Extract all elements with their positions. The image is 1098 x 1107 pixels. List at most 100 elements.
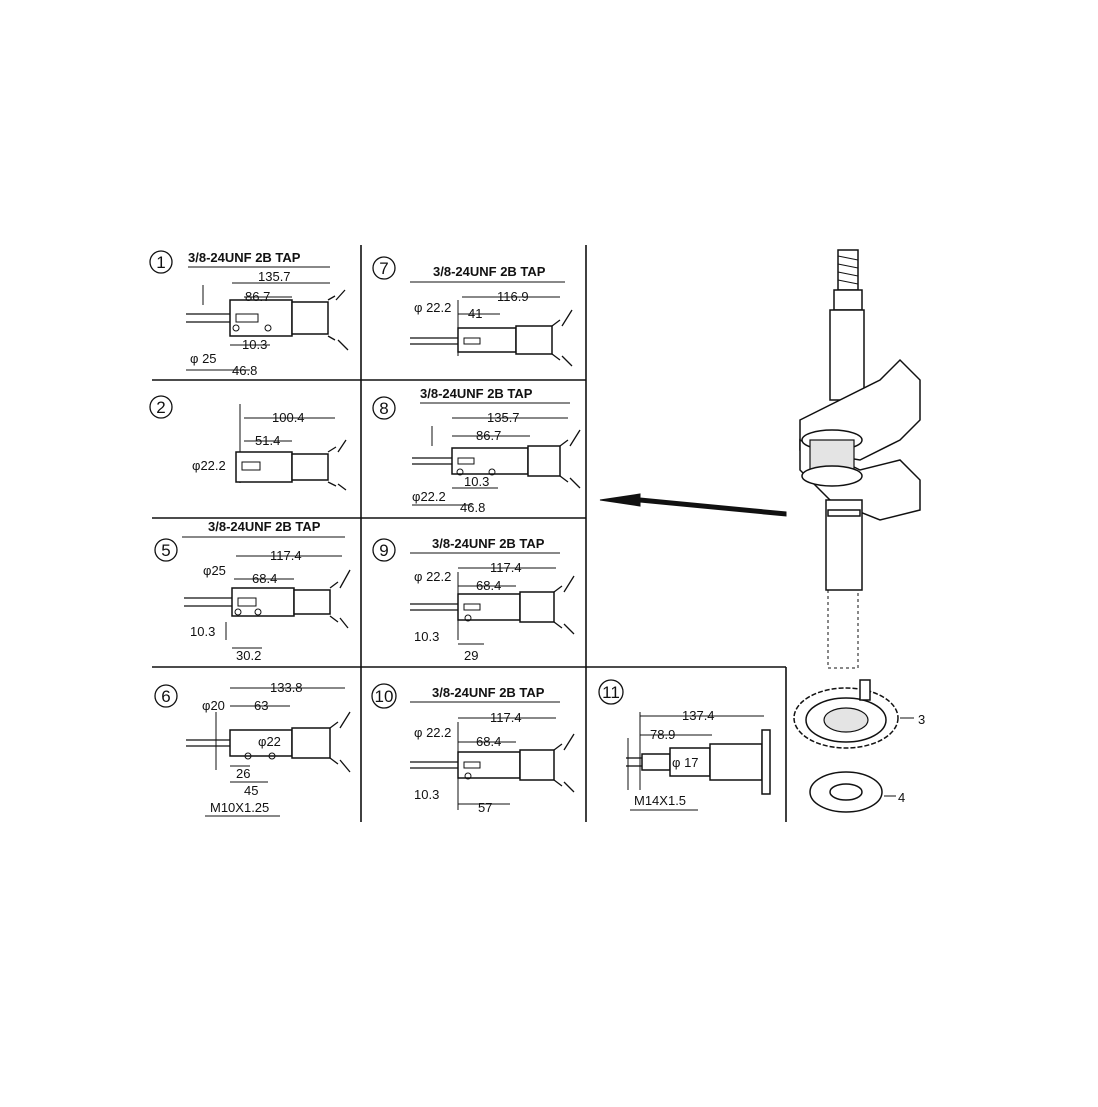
- dim-mid: 86.7: [476, 428, 501, 443]
- phi-symbol: φ: [190, 351, 198, 366]
- dim-offset: 46.8: [232, 363, 257, 378]
- tap-label: 3/8-24UNF 2B TAP: [433, 264, 546, 279]
- panel-number-badge: [372, 538, 396, 562]
- dim-mid: 63: [254, 698, 268, 713]
- dim-diameter: 17: [684, 755, 698, 770]
- callout-washer: 4: [898, 790, 905, 805]
- tap-label: 3/8-24UNF 2B TAP: [208, 519, 321, 534]
- svg-text:φ 25: φ 25: [190, 351, 217, 366]
- dim-mid: 68.4: [252, 571, 277, 586]
- dim-diameter: 22.2: [426, 725, 451, 740]
- panel-number: 8: [379, 399, 388, 418]
- dim-diameter-2: 22: [266, 734, 280, 749]
- dim-diameter: 20: [210, 698, 224, 713]
- panel-9: 9 3/8-24UNF 2B TAP 117.4 68.4 φ 22.2 10.…: [372, 536, 575, 663]
- dim-total: 117.4: [270, 548, 302, 563]
- panel-11: 11 137.4 78.9 φ 17 M14X1.5: [598, 679, 771, 811]
- panel-number-badge: [371, 683, 397, 709]
- timing-gear: 3: [793, 679, 925, 749]
- phi-symbol: φ: [202, 698, 210, 713]
- dim-mid: 41: [468, 306, 482, 321]
- tap-label: 3/8-24UNF 2B TAP: [420, 386, 533, 401]
- dim-mid: 68.4: [476, 578, 501, 593]
- panel-2: 2 100.4 51.4 φ22.2: [149, 395, 347, 491]
- panel-number-badge: [154, 538, 178, 562]
- dim-total: 116.9: [497, 289, 529, 304]
- crankshaft-illustration: 3 4: [793, 249, 925, 813]
- phi-symbol: φ: [203, 563, 211, 578]
- svg-text:φ 22.2: φ 22.2: [414, 569, 451, 584]
- svg-text:φ 17: φ 17: [672, 755, 699, 770]
- dim-mid: 51.4: [255, 433, 280, 448]
- dim-offset: 30.2: [236, 648, 261, 663]
- dim-offset: 57: [478, 800, 492, 815]
- panel-number: 5: [161, 541, 170, 560]
- panel-5: 5 3/8-24UNF 2B TAP 117.4 68.4 φ25 10.3 3…: [154, 519, 351, 663]
- panel-number-badge: [372, 256, 396, 280]
- thrust-washer: 4: [809, 771, 905, 813]
- dim-diameter: 25: [211, 563, 225, 578]
- panel-number: 11: [602, 683, 620, 702]
- dim-b: 45: [244, 783, 258, 798]
- panel-number: 9: [379, 541, 388, 560]
- phi-symbol: φ: [258, 734, 266, 749]
- dim-a: 26: [236, 766, 250, 781]
- dim-diameter: 22.2: [420, 489, 445, 504]
- svg-text:φ 22.2: φ 22.2: [414, 300, 451, 315]
- dim-mid: 78.9: [650, 727, 675, 742]
- thread-spec: M14X1.5: [634, 793, 686, 808]
- dim-total: 137.4: [682, 708, 715, 723]
- phi-symbol: φ: [414, 300, 422, 315]
- dim-hole: 10.3: [464, 474, 489, 489]
- dim-total: 117.4: [490, 560, 522, 575]
- panel-number: 2: [156, 398, 165, 417]
- dim-total: 135.7: [487, 410, 520, 425]
- dim-offset: 46.8: [460, 500, 485, 515]
- svg-text:φ22.2: φ22.2: [192, 458, 226, 473]
- svg-text:φ 22.2: φ 22.2: [414, 725, 451, 740]
- dim-diameter: 25: [202, 351, 216, 366]
- dim-total: 100.4: [272, 410, 305, 425]
- dim-hole: 10.3: [414, 787, 439, 802]
- panel-1: 1 3/8-24UNF 2B TAP 135.7 86.7 10.3 φ 25 …: [149, 250, 349, 378]
- dim-hole: 10.3: [414, 629, 439, 644]
- dim-hole: 10.3: [242, 337, 267, 352]
- thread-spec: M10X1.25: [210, 800, 269, 815]
- phi-symbol: φ: [192, 458, 200, 473]
- phi-symbol: φ: [672, 755, 680, 770]
- panel-number-badge: [154, 684, 178, 708]
- callout-gear: 3: [918, 712, 925, 727]
- panel-number-badge: [598, 679, 624, 705]
- panel-number: 7: [379, 259, 388, 278]
- phi-symbol: φ: [414, 569, 422, 584]
- dim-diameter: 22.2: [426, 300, 451, 315]
- panel-8: 8 3/8-24UNF 2B TAP 135.7 86.7 10.3 φ22.2…: [372, 386, 581, 515]
- tap-label: 3/8-24UNF 2B TAP: [188, 250, 301, 265]
- tap-label: 3/8-24UNF 2B TAP: [432, 536, 545, 551]
- pointer-arrow: [599, 493, 787, 517]
- svg-text:φ20: φ20: [202, 698, 225, 713]
- phi-symbol: φ: [412, 489, 420, 504]
- dim-diameter: 22.2: [426, 569, 451, 584]
- panel-number-badge: [149, 395, 173, 419]
- tap-label: 3/8-24UNF 2B TAP: [432, 685, 545, 700]
- panel-grid: [152, 245, 787, 822]
- dim-total: 117.4: [490, 710, 522, 725]
- svg-text:φ22.2: φ22.2: [412, 489, 446, 504]
- panel-number: 10: [375, 687, 394, 706]
- panel-number: 1: [156, 253, 165, 272]
- svg-text:φ25: φ25: [203, 563, 226, 578]
- dim-total: 135.7: [258, 269, 291, 284]
- dim-offset: 29: [464, 648, 478, 663]
- panel-7: 7 3/8-24UNF 2B TAP 116.9 41 φ 22.2: [372, 256, 573, 367]
- svg-text:φ22: φ22: [258, 734, 281, 749]
- panel-number: 6: [161, 687, 170, 706]
- panel-number-badge: [149, 250, 173, 274]
- dim-mid: 68.4: [476, 734, 501, 749]
- panel-number-badge: [372, 396, 396, 420]
- phi-symbol: φ: [414, 725, 422, 740]
- panel-6: 6 133.8 63 φ20 φ22 26 45 M10X1.25: [154, 680, 351, 817]
- panel-10: 10 3/8-24UNF 2B TAP 117.4 68.4 φ 22.2 10…: [371, 683, 575, 815]
- dim-diameter: 22.2: [200, 458, 225, 473]
